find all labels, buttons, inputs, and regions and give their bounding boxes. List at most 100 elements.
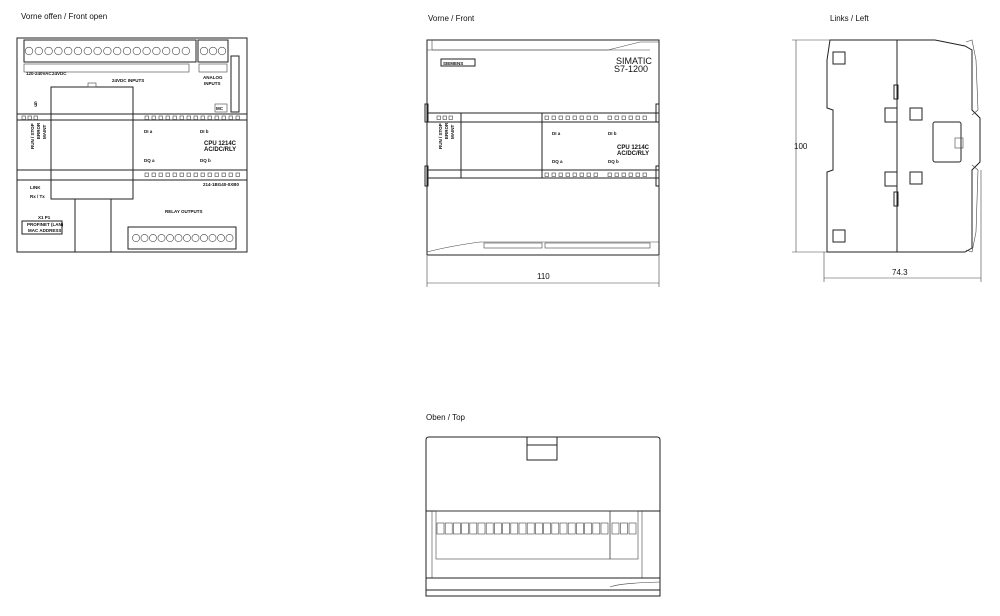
bottom-terminal-block (127, 226, 237, 250)
terminal-slot (567, 522, 576, 535)
terminal-slot (535, 522, 543, 535)
io-led (144, 172, 149, 177)
terminal-screw (132, 234, 140, 242)
terminal-slot (469, 522, 478, 535)
io-led (635, 115, 640, 120)
ethernet-port (74, 198, 112, 253)
io-led (144, 115, 149, 120)
terminal-screw (208, 46, 218, 56)
io-led (228, 172, 233, 177)
port-label: X1 P1 (38, 215, 51, 220)
io-led (607, 172, 612, 177)
io-led (628, 115, 633, 120)
analog-label-2: INPUTS (204, 81, 221, 86)
io-led (551, 172, 556, 177)
depth-dimension: 74.3 (892, 268, 908, 277)
left-view: 100 74.3 (792, 39, 982, 282)
power-label: 120-240VAC (26, 71, 52, 76)
io-led (214, 172, 219, 177)
io-led (621, 172, 626, 177)
io-led (235, 172, 240, 177)
order-number: 214-1BG40-0XB0 (203, 182, 240, 187)
terminal-slot (620, 522, 628, 535)
io-led (558, 115, 563, 120)
s7-1200-label: S7-1200 (614, 64, 648, 74)
terminal-screw (183, 234, 191, 242)
io-led (607, 115, 612, 120)
terminal-screw (132, 46, 141, 56)
io-led (165, 172, 170, 177)
io-led (214, 115, 219, 120)
error-label: ERROR (36, 122, 41, 139)
terminal-screw (122, 46, 132, 56)
mac-label-box (21, 220, 63, 235)
terminal-slot (584, 522, 592, 535)
terminal-screw (162, 46, 171, 56)
terminal-screw (140, 234, 149, 242)
status-led (436, 115, 441, 120)
siemens-logo (440, 58, 476, 67)
io-led (593, 115, 598, 120)
terminal-screw (113, 46, 122, 56)
io-led (572, 115, 577, 120)
di-b-label: DI b (200, 129, 209, 134)
io-led (544, 115, 549, 120)
terminal-slot (551, 522, 560, 535)
run-stop-label: RUN / STOP (30, 123, 35, 149)
io-led (193, 115, 198, 120)
io-led (179, 172, 184, 177)
front-dq-a: DQ a (552, 159, 563, 164)
dq-b-label: DQ b (200, 158, 211, 163)
io-led (558, 172, 563, 177)
terminal-slot (576, 522, 584, 535)
io-led (228, 115, 233, 120)
front-title: Vorne / Front (428, 14, 475, 23)
terminal-slot (477, 522, 486, 535)
io-led (165, 115, 170, 120)
relay-label: RELAY OUTPUTS (165, 209, 203, 214)
terminal-screw (64, 46, 73, 56)
io-led (221, 172, 226, 177)
front-open-title: Vorne offen / Front open (21, 12, 107, 21)
io-led (221, 115, 226, 120)
left-title: Links / Left (830, 14, 869, 23)
cpu-label: CPU 1214C (204, 141, 237, 147)
terminal-slot (502, 522, 510, 535)
terminal-screw (217, 46, 227, 56)
terminal-screw (93, 46, 102, 56)
terminal-screw (149, 234, 157, 242)
status-led (442, 115, 447, 120)
terminal-slot (526, 522, 535, 535)
terminal-slot (461, 522, 469, 535)
terminal-screw (199, 46, 209, 56)
front-flap (50, 86, 134, 200)
terminal-screw (34, 46, 43, 56)
io-led (179, 115, 184, 120)
front-di-b: DI b (608, 131, 617, 136)
terminal-slot (600, 522, 609, 535)
io-led (579, 172, 584, 177)
front-maint-label: MAINT (450, 125, 455, 139)
io-led (151, 172, 156, 177)
io-led (586, 172, 591, 177)
io-led (172, 115, 177, 120)
terminal-screw (142, 46, 151, 56)
terminal-screw (24, 46, 34, 56)
io-led (207, 115, 212, 120)
io-led (544, 172, 549, 177)
mc-label: MC (216, 106, 224, 111)
io-led (551, 115, 556, 120)
status-led (27, 115, 32, 120)
terminal-screw (54, 46, 63, 56)
terminal-slot (611, 522, 620, 535)
terminal-screw (200, 234, 208, 242)
io-led (614, 115, 619, 120)
status-led (33, 115, 38, 120)
front-dq-b: DQ b (608, 159, 619, 164)
terminal-slot (592, 522, 601, 535)
mac-label-2: MAC ADDRESS (28, 228, 61, 233)
terminal-slot (559, 522, 568, 535)
io-led (158, 115, 163, 120)
front-cpu-type: AC/DC/RLY (617, 151, 649, 157)
